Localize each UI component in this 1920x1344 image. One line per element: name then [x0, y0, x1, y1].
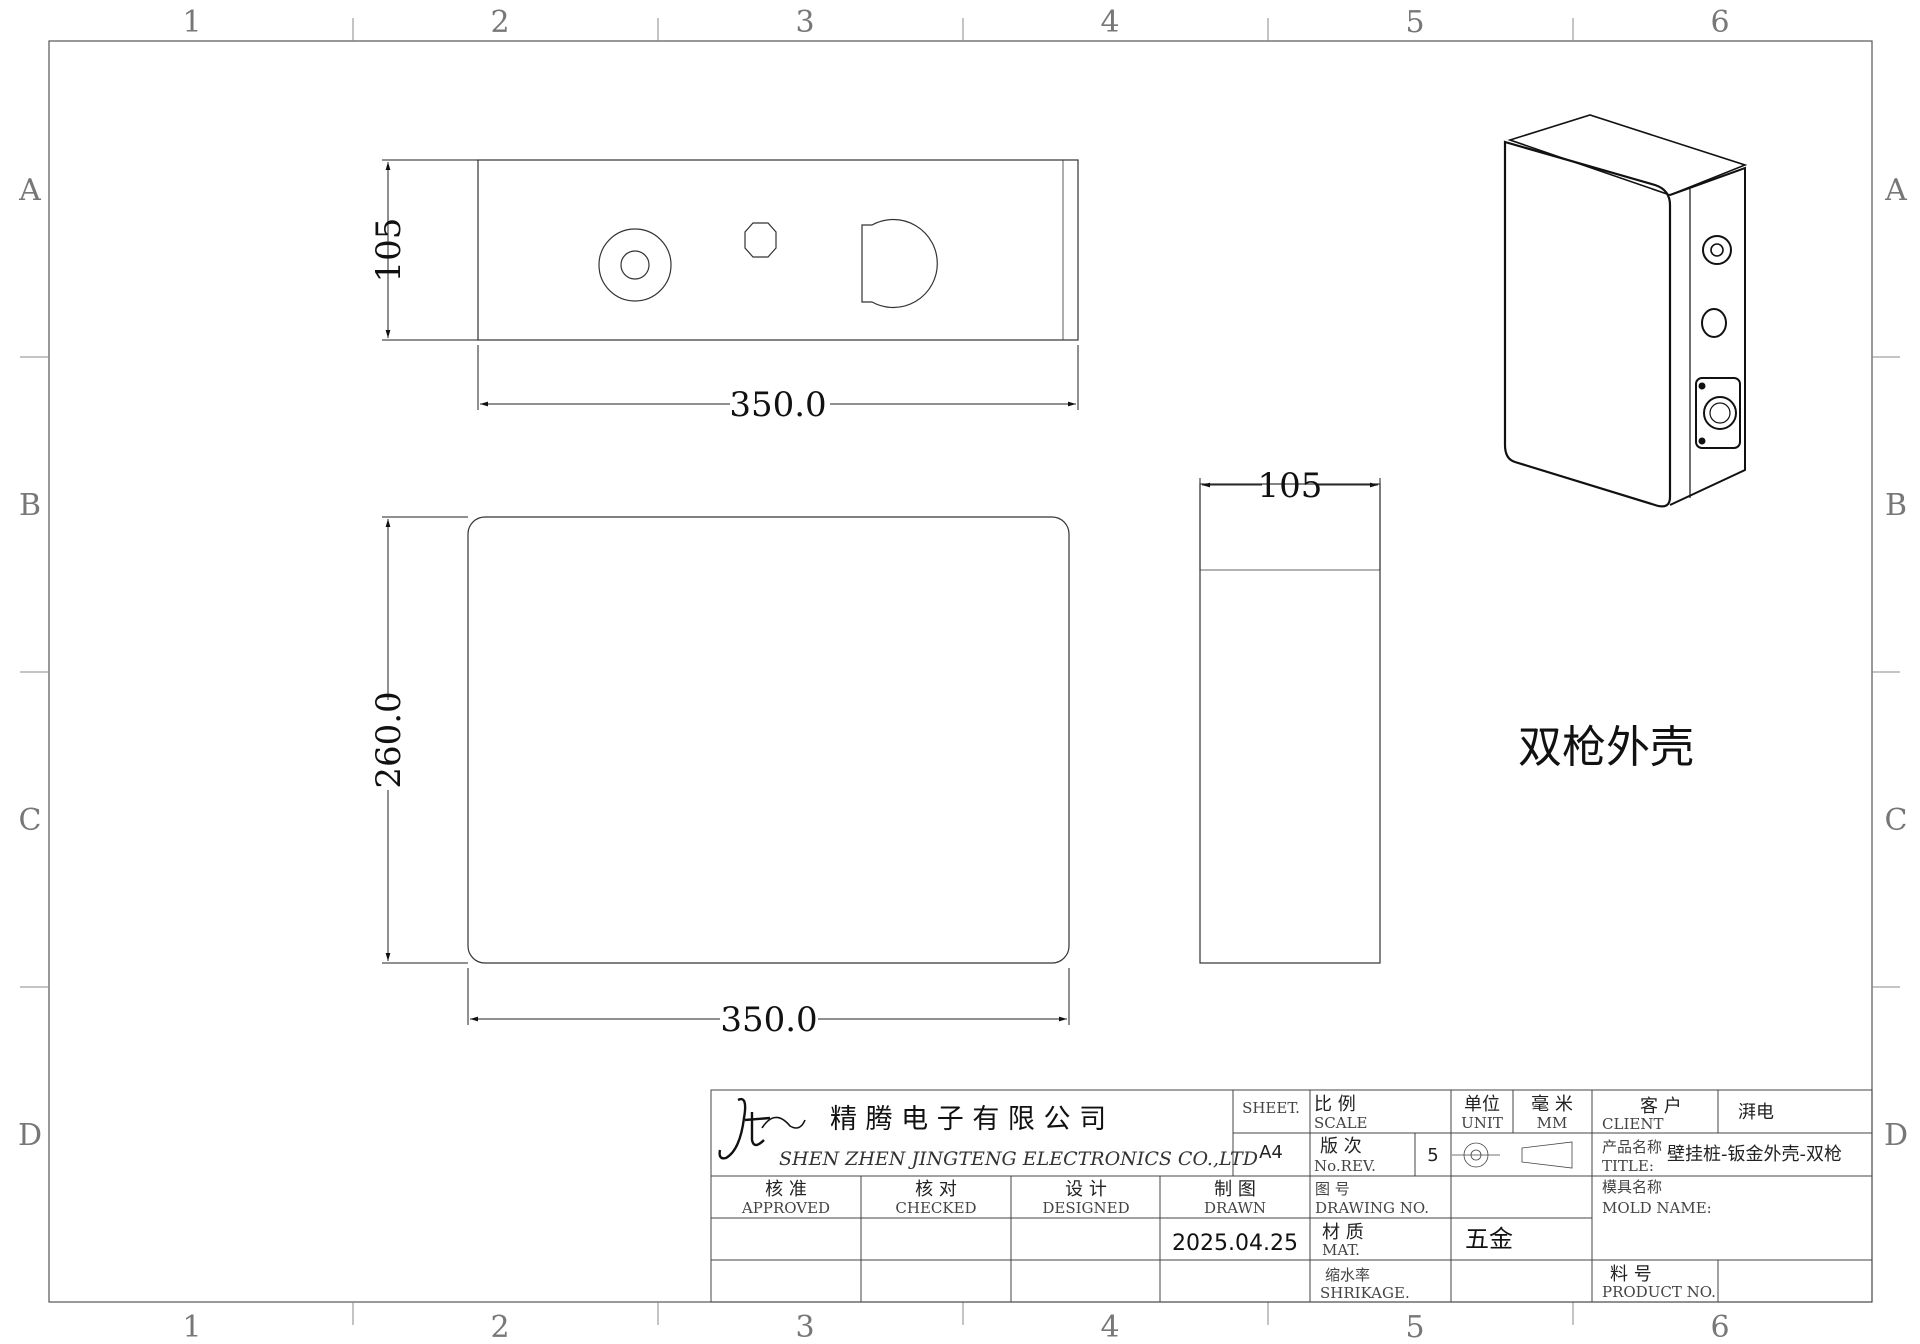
- scale-label-en: SCALE: [1314, 1114, 1368, 1132]
- client-label-cn: 客 户: [1640, 1096, 1682, 1117]
- port-hole-inner: [620, 250, 650, 280]
- scale-label-cn: 比 例: [1314, 1094, 1356, 1115]
- drawing-no-label-cn: 图 号: [1315, 1180, 1350, 1198]
- zone-row-label: D: [18, 1118, 42, 1153]
- top-view-dimensions: [382, 159, 1079, 410]
- material-label-cn: 材 质: [1322, 1222, 1364, 1243]
- product-title-label-en: TITLE:: [1602, 1157, 1654, 1175]
- front-view-dimensions: [382, 516, 1070, 1025]
- mold-name-label-cn: 模具名称: [1602, 1178, 1662, 1196]
- company-name-cn: 精 腾 电 子 有 限 公 司: [830, 1104, 1106, 1135]
- product-title-label-cn: 产品名称: [1602, 1138, 1662, 1156]
- unit-label-cn: 单位: [1464, 1094, 1500, 1115]
- iso-port-inner: [1710, 243, 1724, 257]
- client-value: 湃电: [1738, 1102, 1774, 1123]
- isometric-view: [1503, 114, 1748, 508]
- connector-cutout: [861, 218, 938, 309]
- zone-row-label: A: [1884, 173, 1907, 208]
- iso-button: [1701, 308, 1727, 338]
- approved-label-cn: 核 准: [765, 1179, 807, 1200]
- zone-col-label: 2: [490, 5, 509, 40]
- top-width-dimension: 350.0: [729, 385, 826, 425]
- approved-label-en: APPROVED: [741, 1199, 830, 1217]
- material-label-en: MAT.: [1322, 1241, 1360, 1259]
- material-value: 五金: [1465, 1225, 1513, 1253]
- drawing-no-label-en: DRAWING NO.: [1315, 1199, 1429, 1217]
- top-height-dimension: 105: [369, 218, 409, 283]
- side-width-dimension: 105: [1258, 466, 1323, 506]
- zone-col-label: 6: [1710, 5, 1729, 40]
- drawn-label-en: DRAWN: [1204, 1199, 1266, 1217]
- zone-col-label: 4: [1100, 1310, 1119, 1344]
- zone-ticks: [20, 18, 1900, 1325]
- drawn-label-cn: 制 图: [1214, 1179, 1256, 1200]
- mm-label-en: MM: [1537, 1114, 1568, 1132]
- product-title-value: 壁挂桩-钣金外壳-双枪: [1667, 1144, 1842, 1165]
- mold-name-label-en: MOLD NAME:: [1602, 1199, 1712, 1217]
- zone-col-label: 4: [1100, 5, 1119, 40]
- client-label-en: CLIENT: [1602, 1115, 1663, 1133]
- side-face: [1669, 166, 1746, 506]
- zone-row-label: D: [1884, 1118, 1908, 1153]
- zone-row-label: C: [19, 803, 42, 838]
- revision-label-en: No.REV.: [1314, 1157, 1376, 1175]
- company-name-en: SHEN ZHEN JINGTENG ELECTRONICS CO.,LTD: [779, 1148, 1258, 1170]
- zone-col-label: 3: [795, 1310, 814, 1344]
- zone-col-label: 2: [490, 1310, 509, 1344]
- shrinkage-label-cn: 缩水率: [1325, 1266, 1370, 1284]
- iso-connector-socket: [1703, 396, 1737, 430]
- designed-label-cn: 设 计: [1065, 1179, 1107, 1200]
- zone-row-label: B: [1885, 488, 1907, 523]
- side-view: [1199, 483, 1381, 964]
- iso-connector-frame: [1695, 377, 1741, 449]
- designed-label-en: DESIGNED: [1042, 1199, 1129, 1217]
- front-width-dimension: 350.0: [720, 1000, 817, 1040]
- product-no-label-cn: 料 号: [1610, 1264, 1652, 1285]
- revision-label-cn: 版 次: [1320, 1136, 1362, 1157]
- front-face: [1503, 140, 1672, 508]
- sheet-value: A4: [1259, 1142, 1283, 1163]
- side-view-dimensions: [1199, 478, 1381, 570]
- zone-row-label: B: [19, 488, 41, 523]
- sheet-label: SHEET.: [1242, 1099, 1300, 1117]
- product-no-label-en: PRODUCT NO.: [1602, 1283, 1716, 1301]
- zone-col-label: 5: [1405, 5, 1424, 40]
- title-block-grid: [710, 1089, 1873, 1303]
- checked-label-en: CHECKED: [895, 1199, 976, 1217]
- iso-port-outer: [1702, 235, 1732, 265]
- button-hole-octagon: [744, 222, 777, 258]
- port-hole-outer: [598, 228, 672, 302]
- company-logo: [718, 1097, 806, 1160]
- checked-label-cn: 核 对: [915, 1179, 957, 1200]
- zone-row-label: A: [18, 173, 41, 208]
- drawn-date: 2025.04.25: [1172, 1231, 1298, 1256]
- part-label: 双枪外壳: [1518, 722, 1694, 773]
- top-view: [477, 159, 1079, 341]
- mm-label-cn: 毫 米: [1531, 1094, 1573, 1115]
- front-height-dimension: 260.0: [369, 691, 409, 788]
- revision-value: 5: [1427, 1145, 1438, 1166]
- zone-col-label: 1: [182, 1310, 201, 1344]
- unit-label-en: UNIT: [1461, 1114, 1503, 1132]
- zone-col-label: 6: [1710, 1310, 1729, 1344]
- zone-col-label: 1: [182, 5, 201, 40]
- shrinkage-label-en: SHRIKAGE.: [1320, 1284, 1410, 1302]
- zone-col-label: 5: [1405, 1310, 1424, 1344]
- zone-col-label: 3: [795, 5, 814, 40]
- zone-row-label: C: [1885, 803, 1908, 838]
- front-view: [467, 516, 1070, 964]
